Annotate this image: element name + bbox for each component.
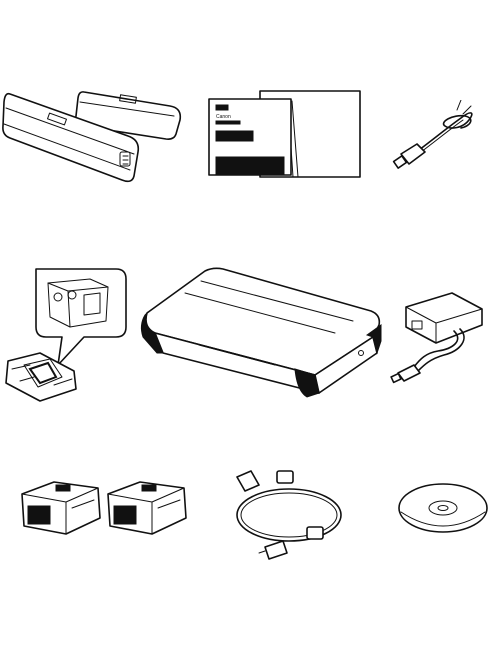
ac-adapter-illustration: [390, 285, 495, 390]
power-cord-illustration: [385, 100, 490, 180]
ink-cartridges-illustration: [10, 470, 200, 550]
cd-rom-illustration: [395, 478, 490, 538]
manuals-illustration: Canon: [200, 85, 370, 185]
printer-illustration: [135, 265, 385, 405]
battery-bars-illustration: [0, 80, 190, 190]
usb-cable-illustration: [225, 455, 355, 565]
manual-brand-text: Canon: [216, 114, 231, 120]
print-head-illustration: [0, 265, 130, 405]
